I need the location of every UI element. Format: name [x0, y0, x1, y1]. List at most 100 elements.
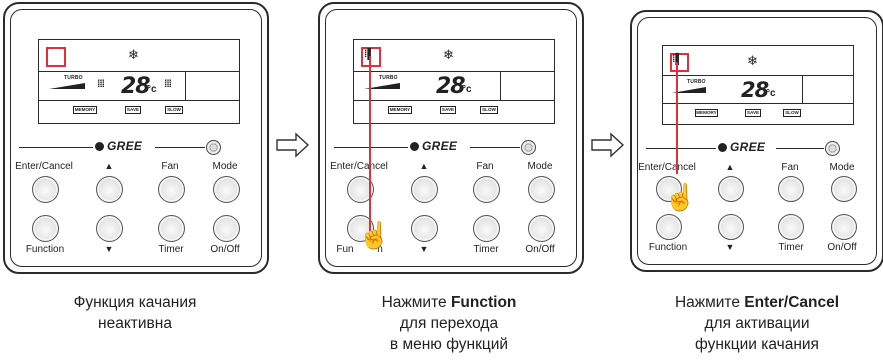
- remote-panel-3: ⁞▌ ❄ TURBO 28 °c MEMORY SAVE SLOW GREE E…: [630, 10, 883, 272]
- fan-right-icon: ⁞⁞⁞: [164, 79, 172, 90]
- save-tag: SAVE: [440, 106, 456, 114]
- timer-label: Timer: [473, 244, 499, 255]
- pointer-line: [369, 56, 371, 236]
- slow-tag: SLOW: [783, 109, 801, 117]
- memory-tag: MEMORY: [388, 106, 412, 114]
- caption-2-bold: Function: [450, 294, 517, 311]
- down-arrow-label: ▼: [104, 244, 114, 254]
- ramp-icon: [49, 83, 85, 89]
- swing-indicator-box: [46, 47, 66, 67]
- memory-tag: MEMORY: [695, 109, 718, 117]
- fan-button[interactable]: [473, 176, 500, 203]
- timer-label: Timer: [158, 244, 184, 255]
- temperature-unit: °c: [147, 84, 157, 95]
- function-button[interactable]: [656, 214, 682, 240]
- brand-text: GREE: [422, 139, 458, 153]
- caption-2: Нажмите Function для перехода в меню фун…: [329, 292, 569, 355]
- up-button[interactable]: [411, 176, 438, 203]
- swing-indicator-box: [670, 53, 689, 72]
- mode-button[interactable]: [831, 176, 857, 202]
- caption-2-line-3: в меню функций: [389, 336, 509, 353]
- fan-left-icon: ⁞⁞⁞: [97, 79, 105, 90]
- remote-panel-2: ⁞▌ ❄ TURBO 28 °c MEMORY SAVE SLOW GREE E…: [318, 2, 584, 274]
- lcd-display: ⁞▌ ❄ TURBO 28 °c MEMORY SAVE SLOW: [662, 45, 854, 125]
- timer-button[interactable]: [778, 214, 804, 240]
- temperature-value: 28: [436, 74, 466, 99]
- on-off-button[interactable]: [831, 214, 857, 240]
- slow-tag: SLOW: [480, 106, 498, 114]
- up-arrow-label: ▲: [419, 161, 429, 171]
- lcd-display: ⁞▌ ❄ TURBO 28 °c MEMORY SAVE SLOW: [353, 39, 555, 124]
- turbo-label: TURBO: [379, 75, 398, 81]
- fan-label: Fan: [476, 161, 494, 172]
- caption-3: Нажмите Enter/Cancel для активации функц…: [633, 292, 881, 355]
- enter-cancel-label: Enter/Cancel: [638, 162, 696, 173]
- swing-icon: ⁞▌: [364, 49, 375, 60]
- ramp-icon: [364, 83, 400, 89]
- logo-line-right: [155, 147, 205, 149]
- lcd-divider-bottom: [663, 103, 853, 105]
- function-button[interactable]: [32, 215, 59, 242]
- caption-2-line-1: Нажмите Function: [329, 292, 569, 313]
- up-arrow-label: ▲: [104, 161, 114, 171]
- logo-line-left: [334, 147, 408, 149]
- swing-indicator-box: [361, 47, 381, 67]
- lcd-divider-bottom: [39, 100, 239, 102]
- down-arrow-label: ▼: [419, 244, 429, 254]
- caption-3-prefix: Нажмите: [674, 294, 745, 311]
- up-button[interactable]: [718, 176, 744, 202]
- fan-button[interactable]: [158, 176, 185, 203]
- lcd-divider-bottom: [354, 100, 554, 102]
- caption-1-line-1: Функция качания: [73, 294, 197, 311]
- function-label-right: n: [377, 244, 383, 255]
- save-tag: SAVE: [745, 109, 761, 117]
- mode-button[interactable]: [528, 176, 555, 203]
- timer-button[interactable]: [158, 215, 185, 242]
- lcd-divider-vertical: [185, 71, 187, 100]
- down-button[interactable]: [411, 215, 438, 242]
- lcd-divider-top: [39, 71, 239, 73]
- swing-icon: ⁞▌: [672, 54, 683, 65]
- up-button[interactable]: [96, 176, 123, 203]
- down-button[interactable]: [96, 215, 123, 242]
- save-tag: SAVE: [125, 106, 141, 114]
- enter-cancel-button[interactable]: [656, 176, 682, 202]
- caption-2-prefix: Нажмите: [381, 294, 451, 311]
- ramp-icon: [672, 87, 706, 93]
- remote-panel-1: ❄ TURBO ⁞⁞⁞ 28 °c ⁞⁞⁞ MEMORY SAVE SLOW G…: [3, 2, 269, 274]
- enter-cancel-label: Enter/Cancel: [330, 161, 388, 172]
- mode-label: Mode: [527, 161, 553, 172]
- enter-cancel-button[interactable]: [32, 176, 59, 203]
- temperature-unit: °c: [766, 88, 776, 99]
- snowflake-icon: ❄: [128, 47, 139, 62]
- on-off-button[interactable]: [213, 215, 240, 242]
- fan-label: Fan: [781, 162, 799, 173]
- on-off-label: On/Off: [525, 244, 555, 255]
- fan-button[interactable]: [778, 176, 804, 202]
- turbo-label: TURBO: [687, 79, 706, 85]
- mode-knob-icon: [521, 140, 536, 155]
- snowflake-icon: ❄: [443, 47, 454, 62]
- fan-label: Fan: [161, 161, 179, 172]
- up-arrow-label: ▲: [725, 162, 735, 172]
- on-off-button[interactable]: [528, 215, 555, 242]
- caption-3-line-3: функции качания: [695, 336, 819, 353]
- on-off-label: On/Off: [827, 242, 857, 253]
- mode-button[interactable]: [213, 176, 240, 203]
- down-button[interactable]: [718, 214, 744, 240]
- lcd-divider-top: [354, 71, 554, 73]
- lcd-divider-vertical: [802, 75, 804, 103]
- lcd-divider-vertical: [500, 71, 502, 100]
- brand-text: GREE: [107, 139, 143, 153]
- slow-tag: SLOW: [165, 106, 183, 114]
- timer-button[interactable]: [473, 215, 500, 242]
- right-arrow-icon: [276, 132, 310, 158]
- gree-logo: GREE: [718, 140, 765, 154]
- function-label-left: Fun: [336, 244, 354, 255]
- function-label: Function: [25, 244, 65, 255]
- mode-label: Mode: [829, 162, 855, 173]
- temperature-value: 28: [741, 78, 769, 102]
- mode-knob-icon: [206, 140, 221, 155]
- remote-inner-border: [325, 9, 577, 267]
- logo-line-right: [776, 148, 824, 150]
